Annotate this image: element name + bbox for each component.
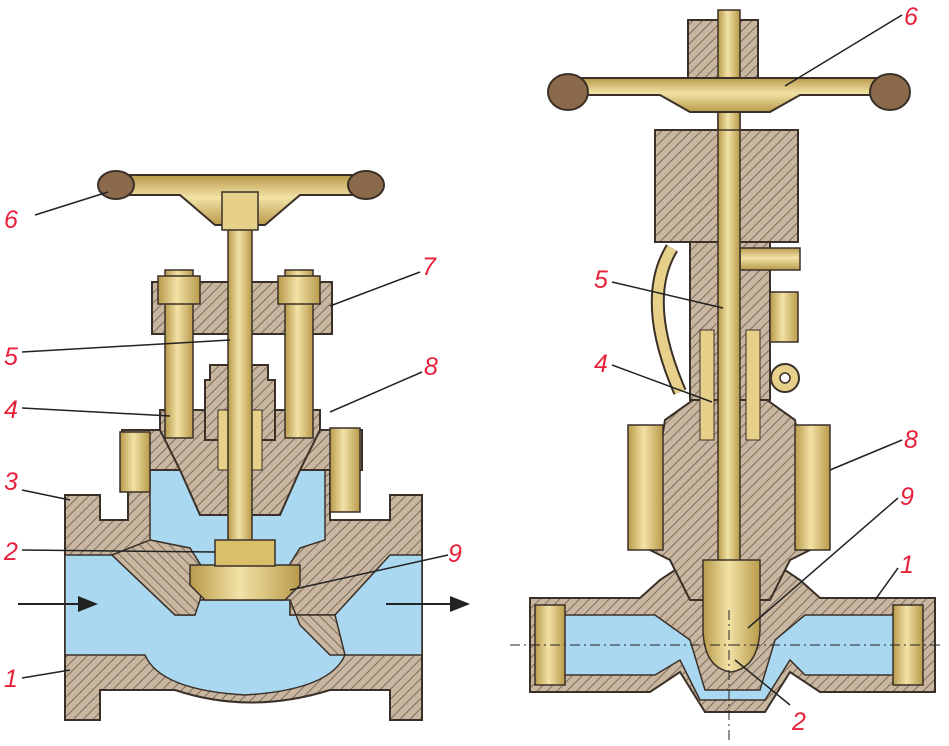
left-label-6: 6 bbox=[4, 206, 18, 234]
left-leader-lines bbox=[21, 191, 449, 679]
right-valve bbox=[510, 9, 940, 741]
left-label-5: 5 bbox=[4, 343, 18, 371]
right-label-8: 8 bbox=[904, 426, 918, 454]
right-leader-lines bbox=[611, 14, 903, 706]
right-label-6: 6 bbox=[904, 3, 918, 31]
left-bolt-right bbox=[329, 427, 361, 513]
left-label-2: 2 bbox=[4, 538, 18, 566]
left-label-8: 8 bbox=[424, 353, 438, 381]
left-label-1: 1 bbox=[4, 665, 18, 693]
left-bolt-left bbox=[119, 431, 151, 493]
left-disc bbox=[189, 564, 301, 601]
left-label-7: 7 bbox=[422, 253, 436, 281]
left-label-4: 4 bbox=[4, 396, 18, 424]
right-label-1: 1 bbox=[900, 551, 914, 579]
left-stem bbox=[227, 199, 253, 576]
right-label-4: 4 bbox=[594, 350, 608, 378]
right-label-5: 5 bbox=[594, 266, 608, 294]
left-valve bbox=[18, 170, 470, 721]
right-handwheel bbox=[559, 77, 901, 113]
left-label-3: 3 bbox=[4, 468, 18, 496]
right-label-9: 9 bbox=[900, 483, 914, 511]
right-label-2: 2 bbox=[792, 708, 806, 736]
left-label-9: 9 bbox=[448, 540, 462, 568]
right-bolt-right bbox=[794, 424, 831, 551]
right-bolt-left bbox=[627, 424, 664, 551]
right-plug bbox=[702, 559, 761, 673]
